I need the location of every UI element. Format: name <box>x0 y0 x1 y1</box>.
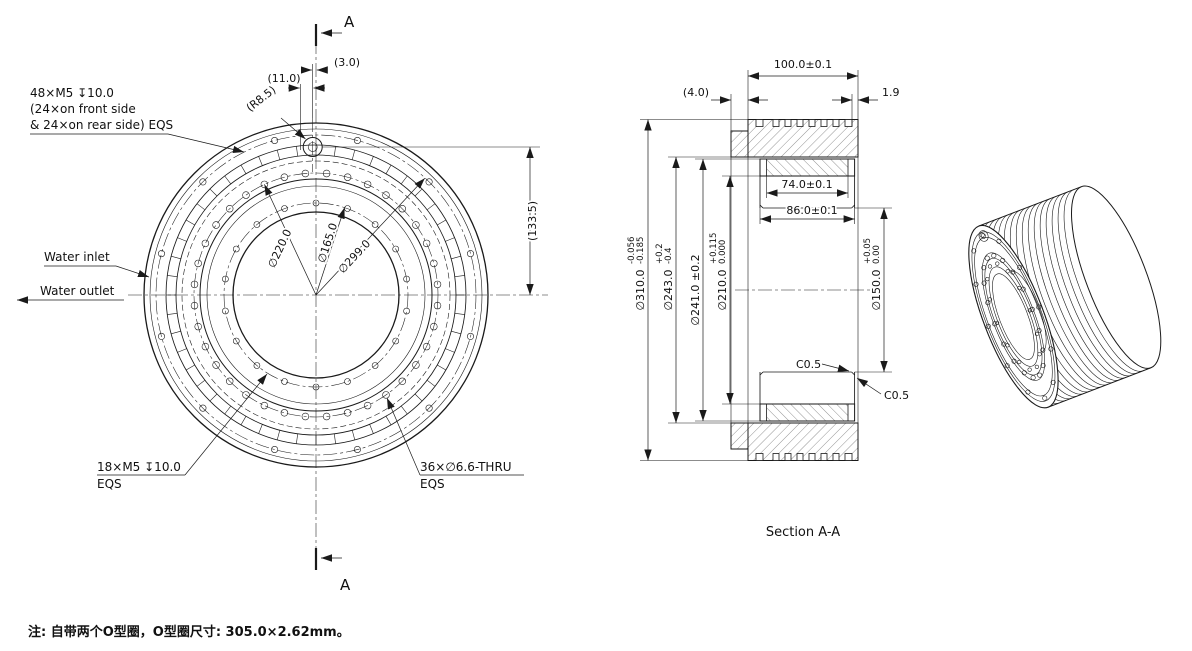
front-top-dimensions: (3.0) (11.0) (R8.5) <box>242 54 362 150</box>
front-view: A A (3.0) (11.0) (R8.5) 48×M5 ↧10.0 (24×… <box>17 11 548 596</box>
dim-d243-tol-lower: -0.4 <box>664 247 674 264</box>
section-view: 100.0±0.1 (4.0) 1.9 74.0±0.1 86.0±0.1 <box>625 56 911 540</box>
dim-d310-tol-upper: -0.056 <box>627 237 637 264</box>
water-inlet-text: Water inlet <box>44 250 110 264</box>
dim-100: 100.0±0.1 <box>774 58 832 71</box>
callout-36x66-line1: 36×∅6.6-THRU <box>420 460 512 474</box>
section-caption: Section A-A <box>766 525 840 540</box>
callout-18xm5-line2: EQS <box>97 477 122 491</box>
water-outlet-text: Water outlet <box>40 284 115 298</box>
bolt-hole-patterns <box>158 137 474 453</box>
stator-cross-section <box>759 158 856 422</box>
chamfer-callouts: C0.5 C0.5 <box>794 356 911 404</box>
drawing-note: 注: 自带两个O型圈，O型圈尺寸: 305.0×2.62mm。 <box>28 624 350 640</box>
dim-d150-tol-lower: 0.00 <box>872 245 882 264</box>
dim-d310-tol-lower: -0.185 <box>636 237 646 264</box>
dim-d220: ∅220.0 <box>265 227 294 270</box>
callout-18xm5-line1: 18×M5 ↧10.0 <box>97 460 181 474</box>
isometric-view <box>968 185 1162 409</box>
callout-48xm5-line1: 48×M5 ↧10.0 <box>30 86 114 100</box>
chamfer-c05-a: C0.5 <box>796 358 821 371</box>
cooling-groove-notches <box>755 119 853 461</box>
dim-74: 74.0±0.1 <box>781 178 832 191</box>
dim-d299: ∅299.0 <box>336 237 374 276</box>
dim-11-0: (11.0) <box>267 72 300 85</box>
dim-d310: ∅310.0 <box>634 269 647 310</box>
dim-d150: ∅150.0 <box>870 269 883 310</box>
dim-3-0: (3.0) <box>334 56 360 69</box>
section-label-a-bottom: A <box>340 576 351 594</box>
centerlines <box>128 40 548 568</box>
dim-d243: ∅243.0 <box>662 269 675 310</box>
dim-d165: ∅165.0 <box>315 221 340 264</box>
dim-r8-5: (R8.5) <box>244 83 279 114</box>
dim-86: 86.0±0.1 <box>786 204 837 217</box>
dim-d241: ∅241.0 ±0.2 <box>689 254 702 325</box>
dim-d210-tol-upper: +0.115 <box>709 233 719 264</box>
iso-bore-depth-edge <box>1011 270 1047 353</box>
section-diameter-dimensions: ∅310.0 -0.056 -0.185 ∅243.0 +0.2 -0.4 ∅2… <box>625 119 892 461</box>
dim-d210-tol-lower: 0.000 <box>718 240 728 264</box>
dim-133-5-group: (133.5) <box>322 146 541 295</box>
callout-48xm5: 48×M5 ↧10.0 (24×on front side & 24×on re… <box>30 86 245 154</box>
diameter-leaders: ∅299.0 ∅165.0 ∅220.0 <box>264 177 426 296</box>
dim-4-0: (4.0) <box>683 86 709 99</box>
section-top-dimensions: 100.0±0.1 (4.0) 1.9 <box>681 56 901 131</box>
water-inlet-label: Water inlet <box>44 250 150 278</box>
callout-48xm5-line2: (24×on front side <box>30 102 136 116</box>
dim-1-9: 1.9 <box>882 86 900 99</box>
cooling-segment-ticks <box>166 145 466 445</box>
dim-133-5: (133.5) <box>526 201 539 241</box>
section-cut-marks: A A <box>314 11 357 596</box>
iso-water-port <box>978 230 989 242</box>
callout-36x66-line2: EQS <box>420 477 445 491</box>
body-circles <box>143 122 489 468</box>
water-outlet-label: Water outlet <box>17 284 124 304</box>
callout-48xm5-line3: & 24×on rear side) EQS <box>30 118 173 132</box>
callout-36x66: 36×∅6.6-THRU EQS <box>386 397 524 491</box>
iso-bolt-holes <box>971 232 1056 401</box>
dim-d243-tol-upper: +0.2 <box>655 243 665 264</box>
section-label-a-top: A <box>344 13 355 31</box>
chamfer-c05-b: C0.5 <box>884 389 909 402</box>
dim-d150-tol-upper: +0.05 <box>863 238 873 264</box>
section-inner-dimensions: 74.0±0.1 86.0±0.1 <box>759 176 855 224</box>
iso-front-face <box>968 224 1059 409</box>
callout-18xm5: 18×M5 ↧10.0 EQS <box>97 373 268 491</box>
dim-d210: ∅210.0 <box>716 269 729 310</box>
